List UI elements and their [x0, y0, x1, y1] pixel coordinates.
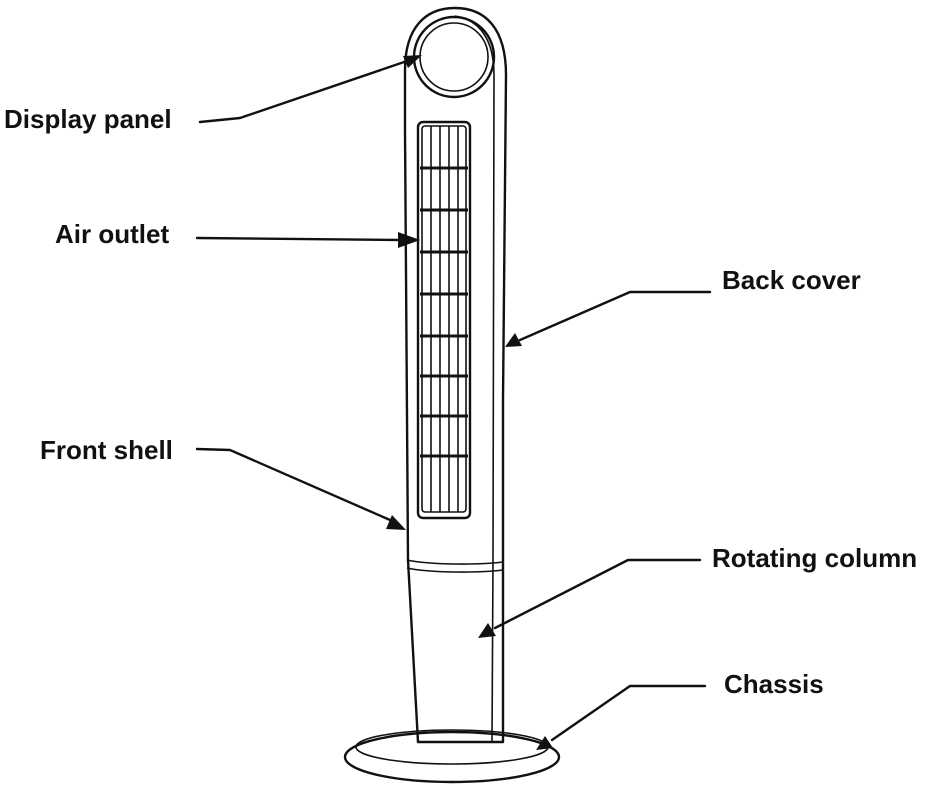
display-panel-ring: [412, 15, 496, 99]
leader-display-panel: [198, 55, 422, 124]
rotating-column-seam: [406, 559, 504, 573]
label-back-cover: Back cover: [722, 265, 861, 295]
leader-air-outlet: [195, 232, 420, 248]
leader-rotating-column: [478, 558, 702, 638]
label-air-outlet: Air outlet: [55, 219, 169, 249]
air-outlet-grille: [416, 120, 472, 520]
label-chassis: Chassis: [724, 669, 824, 699]
leader-back-cover: [505, 290, 712, 347]
chassis-base: [343, 729, 561, 784]
leader-chassis: [536, 684, 707, 750]
label-front-shell: Front shell: [40, 435, 173, 465]
housing-outline: [403, 6, 508, 744]
label-rotating-column: Rotating column: [712, 543, 917, 573]
leader-front-shell: [195, 447, 406, 530]
label-display-panel: Display panel: [4, 104, 172, 134]
tower-fan: [343, 6, 561, 784]
